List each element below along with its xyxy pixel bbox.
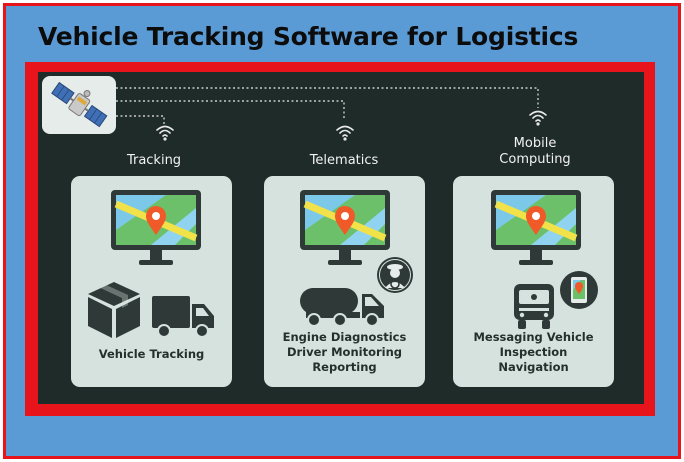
label-line: Tracking (126, 153, 182, 168)
card-text-line: Engine Diagnostics (282, 330, 407, 344)
map-monitor-icon (300, 190, 390, 265)
smartphone-navigation-icon (560, 271, 598, 309)
label-telematics: Telematics (284, 153, 404, 169)
map-monitor-icon (111, 190, 201, 265)
card-text-line: Messaging Vehicle (473, 330, 594, 344)
wifi-signal-icon (529, 110, 547, 126)
satellite-tile (42, 76, 116, 134)
package-box-icon (88, 282, 140, 338)
card-text-line: Vehicle Tracking (98, 347, 205, 361)
driver-icon (377, 257, 413, 293)
map-pin-icon (335, 206, 355, 235)
label-tracking: Tracking (94, 153, 214, 169)
map-pin-icon (526, 206, 546, 235)
card-text: Vehicle Tracking (71, 347, 232, 362)
page-title: Vehicle Tracking Software for Logistics (38, 22, 579, 51)
map-monitor-icon (491, 190, 581, 265)
card-text-line: Reporting (312, 360, 377, 374)
label-line: Mobile (513, 136, 557, 151)
card-text-line: Inspection (499, 345, 568, 359)
card-text: Engine Diagnostics Driver Monitoring Rep… (264, 330, 425, 375)
card-text-line: Driver Monitoring (286, 345, 403, 359)
wifi-signal-icon (336, 125, 354, 141)
wifi-signal-icon (156, 125, 174, 141)
tanker-truck-icon (300, 288, 384, 327)
card-text: Messaging Vehicle Inspection Navigation (453, 330, 614, 375)
delivery-truck-icon (152, 296, 214, 338)
map-pin-icon (146, 206, 166, 235)
card-text-line: Navigation (498, 360, 569, 374)
bus-icon (514, 284, 554, 329)
label-line: Telematics (309, 153, 379, 168)
label-line: Computing (499, 152, 571, 167)
label-mobile-computing: Mobile Computing (470, 136, 600, 168)
satellite-icon (51, 81, 108, 128)
